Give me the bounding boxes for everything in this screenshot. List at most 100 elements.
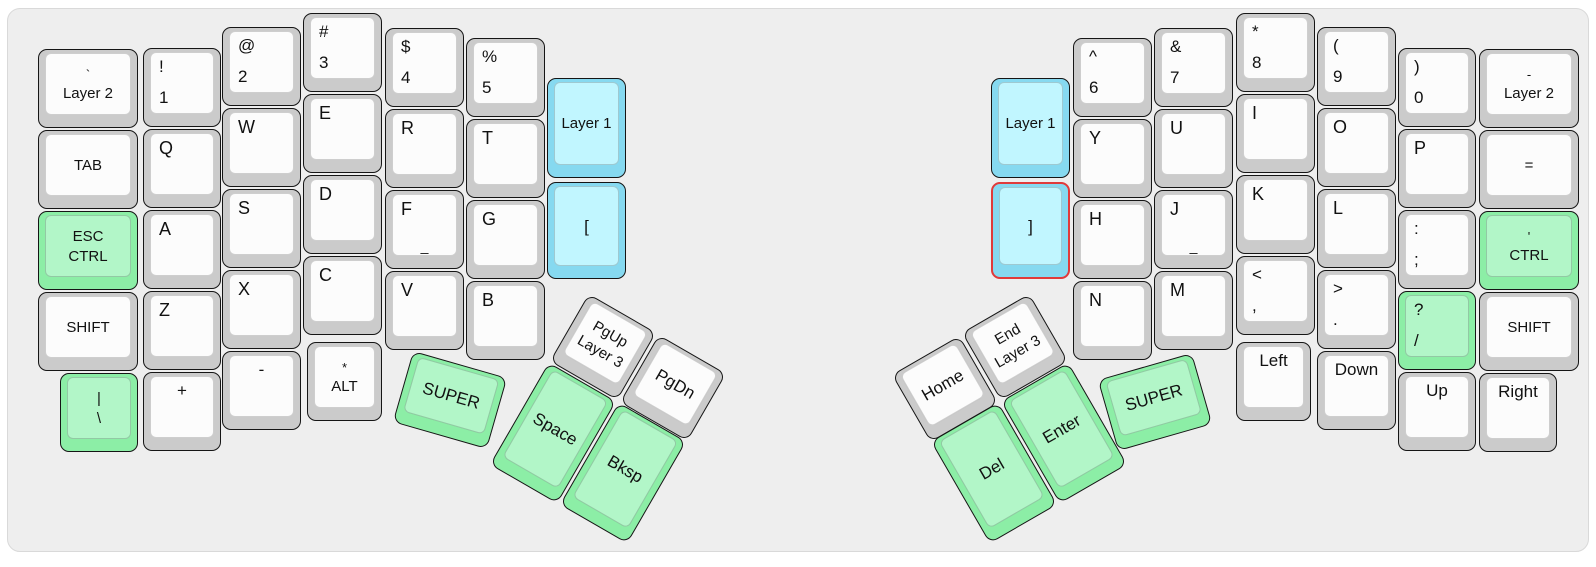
key-paren-9[interactable]: (9 (1317, 27, 1396, 106)
homing-bar: _ (420, 238, 429, 254)
key-star-alt[interactable]: *ALT (307, 342, 382, 421)
key-rbracket[interactable]: ] (991, 182, 1070, 279)
key-label: X (238, 279, 251, 299)
key-super-right[interactable]: SUPER (1097, 352, 1213, 452)
key-d[interactable]: D (303, 175, 382, 254)
key-face: Up (1405, 376, 1469, 438)
key-caret-6[interactable]: ^6 (1073, 38, 1152, 117)
key-face: G (473, 204, 538, 266)
key-j[interactable]: J_ (1154, 190, 1233, 269)
key-g[interactable]: G (466, 200, 545, 279)
key-left[interactable]: Left (1236, 342, 1311, 421)
key-face: &7 (1161, 32, 1226, 94)
key-label: 9 (1333, 67, 1343, 86)
key-face: SUPER (403, 356, 500, 435)
key-colon-semicolon[interactable]: :; (1398, 210, 1476, 289)
key-minus[interactable]: - (222, 351, 301, 430)
key-label: TAB (73, 156, 103, 174)
key-v[interactable]: V (385, 271, 464, 350)
key-face: P (1405, 133, 1469, 195)
key-u[interactable]: U (1154, 109, 1233, 188)
key-face: Z (150, 295, 214, 357)
key-t[interactable]: T (466, 119, 545, 198)
key-dollar-4[interactable]: $4 (385, 28, 464, 107)
key-x[interactable]: X (222, 270, 301, 349)
key-tab[interactable]: TAB (38, 130, 138, 209)
key-paren-0[interactable]: )0 (1398, 48, 1476, 127)
key-r[interactable]: R (385, 109, 464, 188)
key-k[interactable]: K (1236, 175, 1315, 254)
key-percent-5[interactable]: %5 (466, 38, 545, 117)
key-s[interactable]: S (222, 189, 301, 268)
key-layer1-left[interactable]: Layer 1 (547, 78, 626, 178)
key-z[interactable]: Z (143, 291, 221, 370)
key-face: B (473, 285, 538, 347)
key-ampersand-7[interactable]: &7 (1154, 28, 1233, 107)
key-face: :; (1405, 214, 1469, 276)
key-face: Layer 1 (998, 82, 1063, 165)
key-q[interactable]: Q (143, 129, 221, 208)
key-c[interactable]: C (303, 256, 382, 335)
key-label: U (1170, 118, 1183, 138)
key-label: * (1252, 22, 1259, 41)
key-l[interactable]: L (1317, 189, 1396, 268)
key-label: - (1526, 66, 1532, 82)
key-up[interactable]: Up (1398, 372, 1476, 451)
key-n[interactable]: N (1073, 281, 1152, 360)
key-label: T (482, 128, 493, 148)
key-question-slash[interactable]: ?/ (1398, 291, 1476, 370)
key-layer2-left[interactable]: `Layer 2 (38, 49, 138, 128)
key-equals[interactable]: = (1479, 130, 1579, 209)
key-label: Home (918, 365, 968, 405)
key-h[interactable]: H (1073, 200, 1152, 279)
key-shift-left[interactable]: SHIFT (38, 292, 138, 371)
key-right[interactable]: Right (1479, 373, 1557, 452)
key-minus-layer2[interactable]: -Layer 2 (1479, 49, 1579, 128)
key-label: Y (1089, 128, 1102, 148)
key-f[interactable]: F_ (385, 190, 464, 269)
key-face: SHIFT (1486, 296, 1572, 358)
key-asterisk-8[interactable]: *8 (1236, 13, 1315, 92)
key-o[interactable]: O (1317, 108, 1396, 187)
key-label: . (1333, 310, 1338, 329)
key-face: 'CTRL (1486, 215, 1572, 277)
key-down[interactable]: Down (1317, 351, 1396, 430)
key-p[interactable]: P (1398, 129, 1476, 208)
key-shift-right[interactable]: SHIFT (1479, 292, 1579, 371)
key-e[interactable]: E (303, 94, 382, 173)
key-label: 5 (482, 78, 492, 97)
key-m[interactable]: M (1154, 271, 1233, 350)
key-label: B (482, 290, 495, 310)
key-y[interactable]: Y (1073, 119, 1152, 198)
key-a[interactable]: A (143, 210, 221, 289)
key-face: Left (1243, 346, 1304, 408)
key-b[interactable]: B (466, 281, 545, 360)
key-label: N (1089, 290, 1102, 310)
key-quote-ctrl[interactable]: 'CTRL (1479, 211, 1579, 290)
key-label: Space (529, 408, 581, 450)
key-label: 0 (1414, 88, 1424, 107)
key-super-left[interactable]: SUPER (392, 350, 508, 450)
key-lbracket[interactable]: [ (547, 182, 626, 279)
key-label: Layer 2 (62, 84, 114, 102)
key-hash-3[interactable]: #3 (303, 13, 382, 92)
key-label: R (401, 118, 414, 138)
key-face: W (229, 112, 294, 174)
key-label: F (401, 199, 412, 219)
key-at-2[interactable]: @2 (222, 27, 301, 106)
key-lt-comma[interactable]: <, (1236, 256, 1315, 335)
key-plus[interactable]: + (143, 372, 221, 451)
key-label: : (1414, 219, 1419, 238)
key-w[interactable]: W (222, 108, 301, 187)
key-face: R (392, 113, 457, 175)
key-i[interactable]: I (1236, 94, 1315, 173)
key-label: Enter (1039, 410, 1085, 448)
key-face: (9 (1324, 31, 1389, 93)
key-exclamation-1[interactable]: !1 (143, 48, 221, 127)
key-gt-period[interactable]: >. (1317, 270, 1396, 349)
key-pipe-backslash[interactable]: |\ (60, 373, 138, 452)
key-face: *ALT (314, 346, 375, 408)
key-label: % (482, 47, 498, 66)
key-layer1-right[interactable]: Layer 1 (991, 78, 1070, 178)
